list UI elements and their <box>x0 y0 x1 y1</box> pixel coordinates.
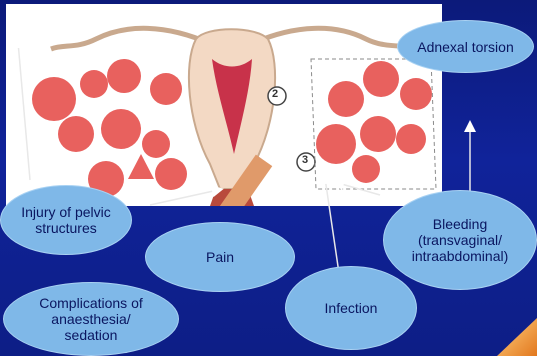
label-injury-line2: structures <box>35 220 96 236</box>
bubble-adnexal-torsion: Adnexal torsion <box>397 20 534 73</box>
marker-cervix-label: 3 <box>302 154 308 166</box>
bubble-infection: Infection <box>285 266 417 350</box>
label-complications-line2: anaesthesia/ <box>51 311 130 327</box>
label-pain: Pain <box>206 249 234 265</box>
label-bleeding-line2: (transvaginal/ <box>418 232 502 248</box>
label-complications-line3: sedation <box>65 327 118 343</box>
bubble-pain: Pain <box>145 222 295 292</box>
ovarian-stimulation-illustration: 2 3 <box>6 4 442 206</box>
anatomy-drawing <box>6 4 442 206</box>
label-complications-line1: Complications of <box>39 295 143 311</box>
bubble-complications: Complications of anaesthesia/ sedation <box>3 282 179 356</box>
label-injury-line1: Injury of pelvic <box>21 204 110 220</box>
bubble-bleeding: Bleeding (transvaginal/ intraabdominal) <box>383 190 537 290</box>
marker-uterus-label: 2 <box>272 88 278 100</box>
label-bleeding-line3: intraabdominal) <box>412 248 509 264</box>
bubble-injury: Injury of pelvic structures <box>0 185 132 255</box>
label-infection: Infection <box>325 300 378 316</box>
label-adnexal-torsion: Adnexal torsion <box>417 39 514 55</box>
label-bleeding-line1: Bleeding <box>433 216 488 232</box>
